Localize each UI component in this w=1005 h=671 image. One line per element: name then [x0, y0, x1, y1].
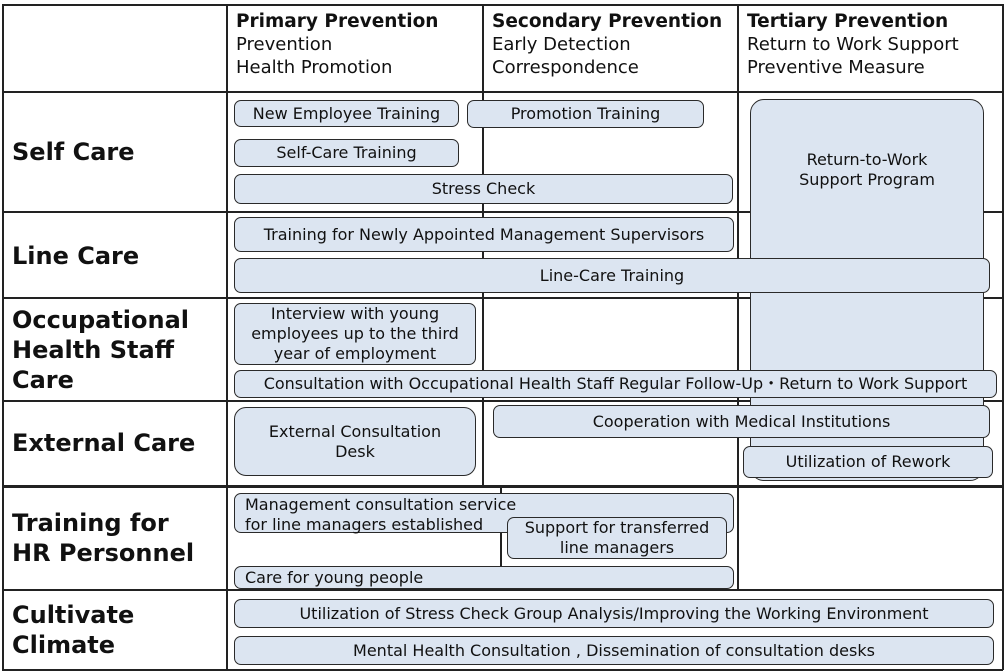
row-label-line: Self Care: [12, 138, 135, 166]
row-label-self-care: Self Care: [12, 137, 135, 167]
box-text-line: Support Program: [799, 170, 935, 189]
box-text-line: for line managers established: [245, 515, 484, 534]
row-label-line: Occupational: [12, 306, 190, 334]
rework-box: Utilization of Rework: [743, 446, 993, 478]
box-text: Training for Newly Appointed Management …: [263, 224, 705, 244]
box-text-line: Management consultation service: [245, 495, 517, 514]
promotion-training-box: Promotion Training: [467, 100, 704, 128]
row-label-line: External Care: [12, 429, 196, 457]
row-label-line: HR Personnel: [12, 539, 195, 567]
row-label-line: Care: [12, 366, 74, 394]
row-label-occupational-health-staff-care: Occupational Health Staff Care: [12, 305, 189, 395]
grid-row-divider-6: [2, 589, 1003, 591]
grid-top-border: [2, 4, 1003, 6]
box-text: Self-Care Training: [276, 143, 417, 162]
row-label-line: Cultivate: [12, 601, 135, 629]
grid-left-border: [2, 4, 4, 670]
young-people-care-box: Care for young people: [234, 566, 734, 589]
grid-row-divider-3: [2, 297, 1003, 299]
grid-row-divider-2: [2, 211, 1003, 213]
box-text-line: Return-to-Work: [806, 150, 928, 169]
line-care-training-box: Line-Care Training: [234, 258, 990, 293]
grid-col-divider-2b: [500, 488, 502, 588]
row-label-line: Health Staff: [12, 336, 175, 364]
box-text: Care for young people: [245, 567, 424, 587]
box-text-line: Interview with young: [270, 304, 440, 323]
column-subtitle: Correspondence: [492, 57, 639, 78]
box-text: Utilization of Stress Check Group Analys…: [299, 603, 929, 623]
row-label-line-care: Line Care: [12, 241, 139, 271]
row-label-training-hr: Training for HR Personnel: [12, 508, 194, 568]
self-care-training-box: Self-Care Training: [234, 139, 459, 167]
box-text-line: employees up to the third: [251, 324, 459, 343]
newly-appointed-supervisors-training-box: Training for Newly Appointed Management …: [234, 217, 734, 252]
grid-col-divider-1: [226, 4, 228, 670]
column-subtitle: Return to Work Support: [747, 34, 959, 55]
ohs-consultation-box: Consultation with Occupational Health St…: [234, 370, 997, 398]
column-header-primary: Primary Prevention Prevention Health Pro…: [236, 10, 438, 79]
medical-cooperation-box: Cooperation with Medical Institutions: [493, 405, 990, 438]
box-text: Utilization of Rework: [785, 452, 951, 471]
column-title: Secondary Prevention: [492, 11, 723, 32]
column-subtitle: Health Promotion: [236, 57, 393, 78]
column-header-secondary: Secondary Prevention Early Detection Cor…: [492, 10, 722, 79]
box-text: Mental Health Consultation , Disseminati…: [353, 640, 875, 660]
box-text: Stress Check: [431, 179, 536, 198]
stress-check-box: Stress Check: [234, 174, 733, 204]
grid-right-border: [1002, 4, 1004, 670]
box-text-line: Desk: [335, 441, 375, 461]
box-text: Consultation with Occupational Health St…: [263, 374, 968, 393]
grid-row-divider-5: [2, 485, 1003, 488]
grid-row-divider-1: [2, 91, 1003, 93]
row-label-line: Line Care: [12, 242, 140, 270]
column-title: Primary Prevention: [236, 11, 439, 32]
column-subtitle: Early Detection: [492, 34, 631, 55]
row-label-line: Climate: [12, 631, 116, 659]
young-employee-interview-box: Interview with young employees up to the…: [234, 303, 476, 365]
column-subtitle: Prevention: [236, 34, 333, 55]
mental-health-consultation-box: Mental Health Consultation , Disseminati…: [234, 636, 994, 665]
box-text-line: line managers: [559, 538, 675, 557]
stress-group-analysis-box: Utilization of Stress Check Group Analys…: [234, 599, 994, 628]
column-header-tertiary: Tertiary Prevention Return to Work Suppo…: [747, 10, 959, 79]
column-title: Tertiary Prevention: [747, 11, 949, 32]
box-text-line: External Consultation: [268, 421, 442, 441]
box-text-line: year of employment: [273, 344, 437, 363]
box-text: Line-Care Training: [539, 265, 685, 285]
grid-bottom-border: [2, 669, 1003, 671]
row-label-cultivate-climate: Cultivate Climate: [12, 600, 134, 660]
grid-row-divider-4: [2, 400, 1003, 402]
row-label-line: Training for: [12, 509, 169, 537]
box-text-line: Support for transferred: [524, 518, 710, 537]
new-employee-training-box: New Employee Training: [234, 100, 459, 127]
transferred-managers-support-box: Support for transferred line managers: [507, 517, 727, 559]
box-text: Promotion Training: [510, 104, 661, 123]
row-label-external-care: External Care: [12, 428, 195, 458]
management-consultation-box: Management consultation service for line…: [234, 493, 734, 534]
box-text: Cooperation with Medical Institutions: [592, 411, 891, 431]
box-text: New Employee Training: [252, 103, 441, 123]
column-subtitle: Preventive Measure: [747, 57, 925, 78]
external-consultation-desk-box: External Consultation Desk: [234, 407, 476, 476]
